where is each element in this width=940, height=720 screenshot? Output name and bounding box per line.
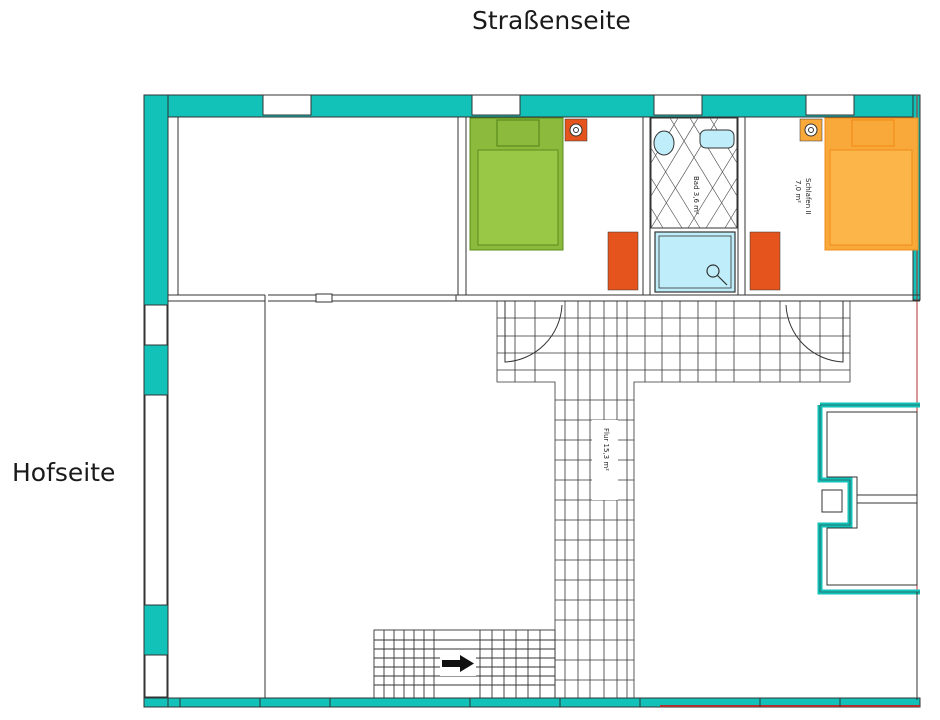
bathroom-label: Bad 3,6 m² (692, 176, 700, 215)
east-closets (817, 402, 920, 700)
window (653, 94, 703, 116)
doors (504, 301, 844, 363)
bedroom-right: Schlafen II 7,0 m² (749, 117, 919, 291)
bedroom-right-name: Schlafen II (804, 178, 812, 215)
pillow (496, 119, 540, 147)
window (144, 654, 168, 698)
door-left-swing (504, 301, 563, 363)
window (144, 304, 168, 346)
window (144, 394, 168, 606)
bathroom: Bad 3,6 m² (650, 117, 738, 293)
ceiling-lamp-icon (804, 123, 818, 137)
wardrobe-right (749, 231, 781, 291)
hall-label: Flur 15,3 m² (602, 428, 610, 471)
shower-drain (706, 264, 720, 278)
west-windows (144, 304, 168, 698)
arrow-right-icon (442, 655, 474, 672)
bedroom-right-area: 7,0 m² (794, 180, 802, 203)
window (805, 94, 855, 116)
wardrobe-left (607, 231, 639, 291)
bedroom-left (469, 117, 639, 291)
hallway-floor (496, 301, 851, 698)
yard-side-label: Hofseite (12, 458, 116, 487)
window (262, 94, 312, 116)
ceiling-lamp-icon (569, 123, 583, 137)
north-windows (262, 94, 855, 116)
north-wall (143, 94, 921, 118)
pillow (851, 119, 895, 147)
window (471, 94, 521, 116)
toilet (699, 129, 735, 149)
vent-opening (315, 293, 333, 303)
street-side-label: Straßenseite (472, 6, 631, 35)
door-right-swing (785, 301, 844, 363)
shower-tray (654, 231, 736, 293)
sink (653, 130, 675, 156)
